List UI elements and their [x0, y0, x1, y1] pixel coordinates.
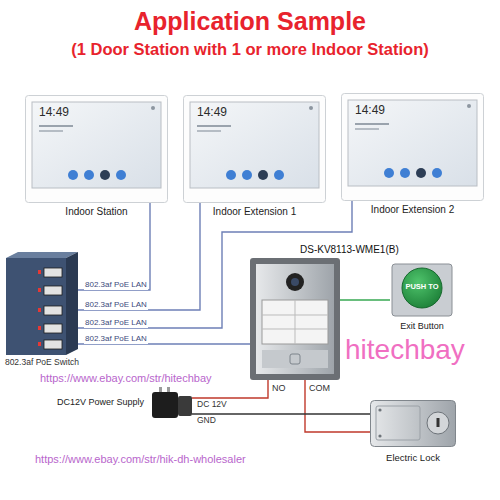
lock-wire [305, 380, 370, 432]
button-wire [340, 299, 390, 300]
screen-clock: 14:49 [197, 106, 227, 120]
exit-button: PUSH TOExit Button [390, 262, 454, 318]
switch-picture [6, 252, 78, 355]
device-label: Indoor Extension 1 [213, 206, 296, 218]
edge-label: 802.3af PoE LAN [84, 334, 148, 343]
terminal-name: NO [272, 383, 286, 393]
lan-cable [78, 201, 352, 328]
indoor-extension: 14:49Indoor Extension 2 [341, 93, 484, 201]
lan-cable [78, 343, 250, 344]
store-url: https://www.ebay.com/str/hitechbay [40, 372, 212, 385]
electric-lock-picture [371, 401, 456, 447]
electric-lock: Electric Lock [370, 396, 456, 450]
indoor-station: 14:49Indoor Station [25, 95, 168, 203]
device-label: Indoor Station [65, 206, 127, 218]
edge-label: GND [196, 416, 217, 426]
edge-label: 802.3af PoE LAN [84, 318, 148, 327]
poe-switch: 802.3af PoE Switch [6, 252, 78, 355]
power-adapter-picture [152, 387, 192, 418]
screen-clock: 14:49 [39, 106, 69, 120]
store-url: https://www.ebay.com/str/hik-dh-wholesal… [35, 453, 246, 466]
monitor-picture [26, 96, 168, 203]
exit-button-picture [392, 264, 452, 316]
edge-label: DC 12V [196, 400, 228, 410]
device-label: Exit Button [400, 321, 444, 331]
power-supply: DC12V Power Supply [150, 388, 192, 420]
screen-clock: 14:49 [355, 104, 385, 118]
watermark: hitechbay [345, 334, 465, 366]
door-station-picture [250, 258, 340, 380]
diagram-title: Application Sample [134, 7, 366, 36]
ground-wire [192, 413, 370, 414]
model-label: DS-KV8113-WME1(B) [300, 244, 399, 256]
device-label: Electric Lock [386, 453, 440, 464]
subtitle: (1 Door Station with 1 or more Indoor St… [71, 40, 429, 59]
edge-label: 802.3af PoE LAN [84, 300, 148, 309]
device-label: DC12V Power Supply [57, 397, 144, 407]
edge-label: 802.3af PoE LAN [84, 280, 148, 289]
terminal-name: COM [309, 383, 330, 393]
indoor-extension: 14:49Indoor Extension 1 [183, 95, 326, 203]
device-label: Indoor Extension 2 [371, 204, 454, 216]
device-label: 802.3af PoE Switch [5, 358, 79, 368]
monitor-picture [184, 96, 326, 203]
monitor-picture [342, 94, 484, 201]
door-station: DS-KV8113-WME1(B) [250, 258, 340, 380]
button-text: PUSH TO [405, 283, 438, 292]
lan-cable [78, 203, 200, 310]
